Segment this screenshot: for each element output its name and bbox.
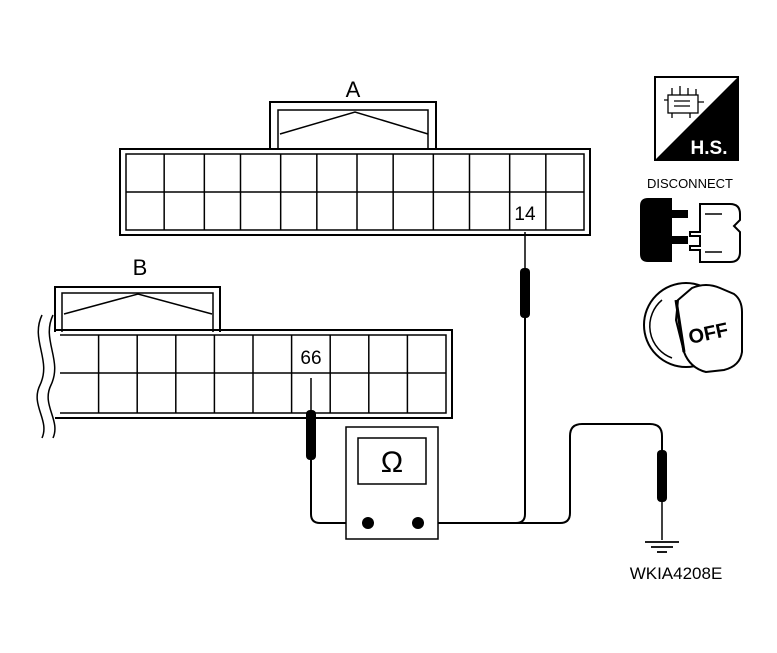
connector-b-pin-label: 66 bbox=[300, 348, 321, 369]
connector-b-cavity-grid bbox=[60, 335, 446, 413]
hs-icon-text: H.S. bbox=[691, 138, 728, 159]
connector-a-latch-inner bbox=[277, 109, 429, 150]
connector-b-latch bbox=[54, 286, 221, 332]
connector-a-label: A bbox=[346, 77, 361, 102]
connector-b-body bbox=[55, 329, 453, 419]
connector-b-latch-chevron bbox=[63, 293, 213, 315]
hs-icon bbox=[654, 76, 739, 161]
lead-ground bbox=[418, 423, 663, 524]
connector-b-label: B bbox=[133, 255, 148, 280]
disconnect-icon bbox=[640, 198, 741, 263]
connector-b-latch-inner bbox=[61, 292, 214, 332]
connector-a-latch-chevron bbox=[279, 111, 429, 135]
connector-b-break-line-left bbox=[36, 314, 45, 439]
ignition-off-icon bbox=[643, 282, 743, 374]
connector-a-latch bbox=[269, 101, 437, 150]
connector-a-body bbox=[119, 148, 591, 236]
ohmmeter-terminal-left bbox=[362, 517, 374, 529]
probe-pin-14 bbox=[520, 232, 530, 318]
connector-b bbox=[36, 286, 453, 439]
ohmmeter-terminal-right bbox=[412, 517, 424, 529]
disconnect-icon-text: DISCONNECT bbox=[647, 176, 733, 191]
connector-b-break-line-right bbox=[47, 314, 56, 439]
connector-a bbox=[119, 101, 591, 236]
lead-pin-66 bbox=[310, 460, 368, 524]
ohm-symbol: Ω bbox=[381, 446, 403, 479]
ground-symbol bbox=[645, 541, 679, 553]
probe-ground bbox=[657, 450, 667, 540]
connector-a-pin-label: 14 bbox=[514, 204, 536, 225]
probe-pin-66 bbox=[306, 378, 316, 460]
ohmmeter-display bbox=[357, 437, 427, 485]
figure-code: WKIA4208E bbox=[630, 564, 723, 583]
connector-a-cavity-grid bbox=[126, 154, 584, 230]
ohmmeter bbox=[345, 426, 439, 540]
test-leads bbox=[310, 318, 663, 524]
